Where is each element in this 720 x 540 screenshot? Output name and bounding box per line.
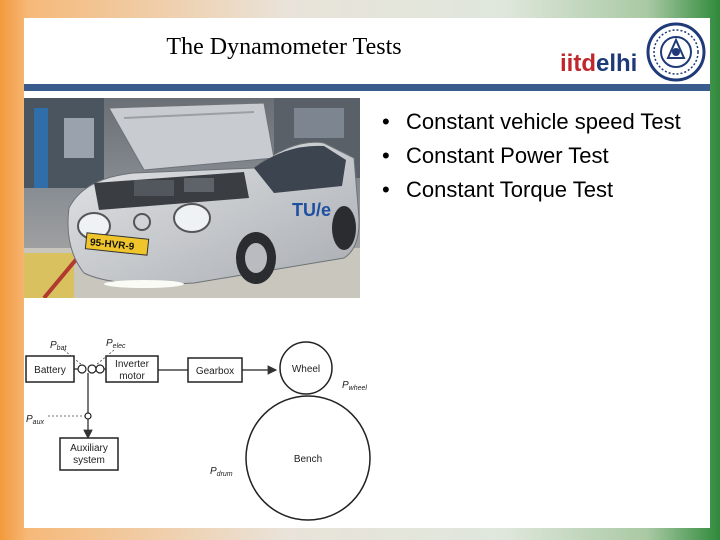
door-logo-text: TU/e xyxy=(292,200,331,220)
p-aux-label: Paux xyxy=(26,414,44,426)
p-wheel-label: Pwheel xyxy=(342,380,367,392)
sensor-node-icon xyxy=(85,413,91,419)
p-bat-label: Pbat xyxy=(50,340,67,352)
power-flow-diagram: Battery Inverter motor Gearbox Wheel Ben… xyxy=(24,304,384,528)
logo-suffix: elhi xyxy=(596,50,637,77)
bullet-item: •Constant Power Test xyxy=(378,142,698,170)
gearbox-label: Gearbox xyxy=(196,366,234,377)
auxiliary-label-2: system xyxy=(73,455,105,466)
iit-emblem-icon xyxy=(646,22,706,82)
auxiliary-label-1: Auxiliary xyxy=(70,443,108,454)
logo-prefix: iitd xyxy=(560,50,596,77)
bullet-item: •Constant vehicle speed Test xyxy=(378,108,698,136)
sensor-node-icon xyxy=(78,365,86,373)
iitdelhi-logo-text: iitdelhi xyxy=(560,50,637,78)
battery-label: Battery xyxy=(34,365,66,376)
p-drum-label: Pdrum xyxy=(210,466,233,478)
bullet-text: Constant Torque Test xyxy=(406,177,613,202)
bullet-list: •Constant vehicle speed Test •Constant P… xyxy=(378,108,698,210)
slide: The Dynamometer Tests iitdelhi xyxy=(24,18,710,528)
bullet-text: Constant Power Test xyxy=(406,143,609,168)
inverter-label-2: motor xyxy=(119,371,145,382)
wheel-label: Wheel xyxy=(292,364,320,375)
sensor-node-icon xyxy=(96,365,104,373)
bullet-text: Constant vehicle speed Test xyxy=(406,109,681,134)
slide-title: The Dynamometer Tests xyxy=(24,34,544,61)
p-elec-label: Pelec xyxy=(106,338,126,350)
bench-label: Bench xyxy=(294,454,322,465)
header-rule xyxy=(24,84,710,91)
car-dyno-photo: 95-HVR-9 TU/e xyxy=(24,98,360,298)
bullet-item: •Constant Torque Test xyxy=(378,176,698,204)
sensor-node-icon xyxy=(88,365,96,373)
inverter-label-1: Inverter xyxy=(115,359,150,370)
